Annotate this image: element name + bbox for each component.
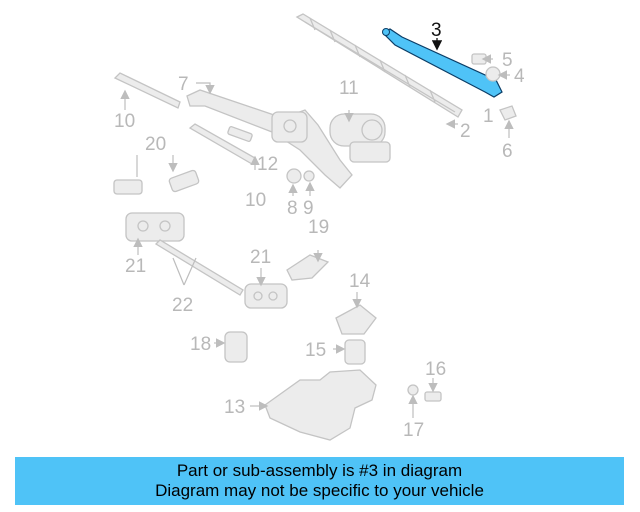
nozzle-bracket (125, 212, 185, 242)
banner-line-1: Part or sub-assembly is #3 in diagram (176, 461, 463, 480)
callout-10-top: 10 (114, 111, 135, 132)
callout-8: 8 (287, 198, 298, 219)
callout-4: 4 (514, 66, 525, 87)
wiper-blade (295, 13, 463, 118)
callout-2: 2 (460, 121, 471, 142)
callout-14: 14 (349, 271, 371, 292)
callout-labels: 1 2 3 4 5 6 7 8 9 10 10 11 12 13 14 15 1… (114, 20, 525, 441)
reservoir-cap (335, 304, 377, 335)
callout-6: 6 (502, 141, 513, 162)
nut-9 (303, 170, 315, 182)
callout-18: 18 (190, 334, 211, 355)
bushing-8 (286, 168, 302, 184)
filter-15 (344, 339, 366, 365)
grommet-12 (227, 126, 253, 142)
wiper-linkage (186, 89, 353, 189)
wiper-arm-highlight (382, 28, 503, 98)
callout-7: 7 (178, 74, 189, 95)
washer-nozzles (113, 169, 200, 195)
callout-19: 19 (308, 217, 329, 238)
callout-22: 22 (172, 295, 193, 316)
leader-lines (120, 54, 514, 418)
callout-9: 9 (303, 198, 314, 219)
callout-20: 20 (145, 134, 166, 155)
washer-reservoir (264, 369, 377, 441)
wiper-motor (329, 113, 391, 163)
callout-17: 17 (403, 420, 424, 441)
callout-21-right: 21 (250, 247, 271, 268)
callout-10-bottom: 10 (245, 190, 266, 211)
washer-pump (224, 331, 248, 363)
washer-hose (154, 239, 244, 296)
banner-line-2: Diagram may not be specific to your vehi… (155, 481, 484, 500)
callout-15: 15 (305, 340, 326, 361)
callout-16: 16 (425, 359, 446, 380)
callout-5: 5 (502, 50, 513, 71)
callout-11: 11 (339, 78, 359, 99)
connector-19 (286, 254, 330, 281)
callout-3: 3 (431, 20, 442, 41)
callout-12: 12 (257, 154, 278, 175)
nozzle-bracket-right (244, 283, 288, 309)
parts-diagram: 1 2 3 4 5 6 7 8 9 10 10 11 12 13 14 15 1… (113, 13, 525, 441)
callout-1: 1 (483, 106, 494, 127)
info-banner: Part or sub-assembly is #3 in diagram Di… (15, 457, 624, 505)
callout-13: 13 (224, 397, 245, 418)
callout-21-left: 21 (125, 256, 146, 277)
